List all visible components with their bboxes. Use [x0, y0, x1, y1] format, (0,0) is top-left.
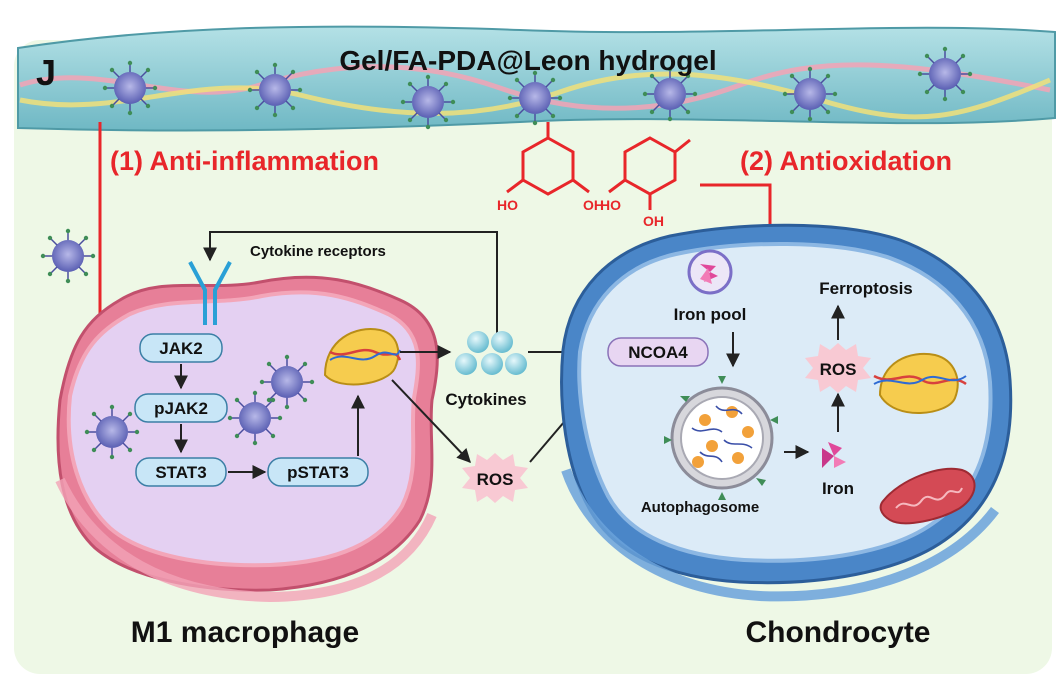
cytokines-icon — [455, 331, 527, 375]
nanoparticle-icon — [400, 74, 456, 130]
macrophage-title: M1 macrophage — [131, 616, 359, 649]
node-stat3: STAT3 — [135, 457, 227, 487]
nucleus-dna-icon — [323, 328, 402, 386]
nanoparticle-icon — [247, 62, 303, 118]
node-pstat3: pSTAT3 — [267, 457, 369, 487]
panel-label: J — [36, 52, 56, 93]
node-ncoa4: NCOA4 — [607, 337, 709, 367]
nanoparticle-icon — [84, 404, 140, 460]
hydroxyl-label: OH — [583, 197, 604, 213]
iron-pool-icon — [687, 249, 733, 295]
autophagosome-label: Autophagosome — [641, 499, 759, 516]
hydrogel-bar — [17, 25, 1056, 132]
ferroptosis-label: Ferroptosis — [819, 279, 913, 298]
hydrogel-fiber-yellow — [19, 71, 1051, 120]
feedback-arrow — [203, 231, 498, 348]
nanoparticle-icon — [40, 228, 96, 284]
svg-text:pSTAT3: pSTAT3 — [287, 463, 349, 482]
arrow — [391, 379, 471, 464]
cytokines-label: Cytokines — [445, 390, 526, 409]
chondrocyte-cell — [560, 223, 1013, 602]
svg-text:JAK2: JAK2 — [159, 339, 202, 358]
nanoparticle-icon — [507, 70, 563, 126]
pathway-1-label: (1) Anti-inflammation — [110, 146, 379, 176]
iron-pool-label: Iron pool — [674, 305, 747, 324]
svg-text:ROS: ROS — [820, 360, 857, 379]
autophagosome-icon — [664, 376, 778, 500]
svg-text:NCOA4: NCOA4 — [628, 343, 688, 362]
hydroxyl-label: OH — [643, 213, 664, 229]
nanoparticle-icon — [227, 390, 283, 446]
hydroxyl-label: HO — [497, 197, 518, 213]
iron-icon — [822, 442, 846, 468]
nanoparticle-icon — [782, 66, 838, 122]
nucleus-dna-icon — [873, 353, 967, 414]
pathway-2-label: (2) Antioxidation — [740, 146, 952, 176]
nanoparticle-icon — [917, 46, 973, 102]
svg-text:ROS: ROS — [477, 470, 514, 489]
node-jak2: JAK2 — [139, 333, 223, 363]
svg-text:STAT3: STAT3 — [155, 463, 206, 482]
mitochondrion-icon — [879, 467, 976, 525]
cytokine-receptor-icon — [188, 261, 232, 325]
iron-label: Iron — [822, 479, 854, 498]
ros-burst-chondrocyte: ROS — [805, 343, 871, 393]
node-pjak2: pJAK2 — [134, 393, 228, 423]
chondrocyte-title: Chondrocyte — [745, 616, 930, 649]
nanoparticle-icon — [259, 354, 315, 410]
hydrogel-title: Gel/FA-PDA@Leon hydrogel — [339, 45, 716, 76]
svg-text:pJAK2: pJAK2 — [154, 399, 208, 418]
hydroxyl-label: HO — [600, 197, 621, 213]
catechol-structure-left — [506, 122, 590, 196]
nanoparticle-icon — [102, 60, 158, 116]
catechol-structure-right — [608, 136, 691, 210]
ros-burst-mid: ROS — [462, 453, 528, 503]
receptor-label: Cytokine receptors — [250, 243, 386, 260]
